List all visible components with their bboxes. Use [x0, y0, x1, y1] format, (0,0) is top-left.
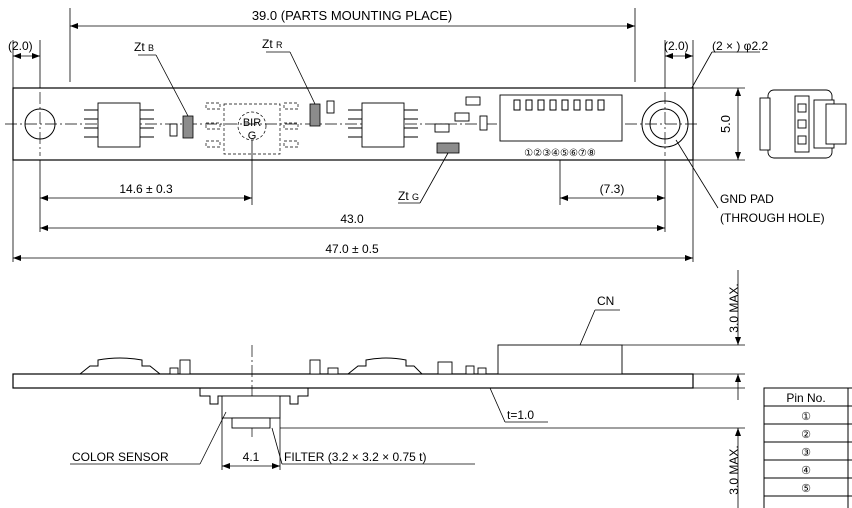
- side-view: CN 3.0 MAX. 3.0 MAX. t=1.0 COLOR SENSOR …: [12, 270, 745, 508]
- label-filter: FILTER (3.2 × 3.2 × 0.75 t): [284, 450, 427, 464]
- ic-left: [97, 102, 141, 148]
- label-thickness: t=1.0: [507, 408, 534, 422]
- sensor-label-g: G: [248, 130, 257, 142]
- small-component: [454, 112, 470, 122]
- small-component: [309, 359, 321, 375]
- resistor-zt-r: [309, 103, 321, 127]
- dim-hole-diameter: (2 × ) φ2.2: [712, 39, 768, 53]
- pcb-side: [12, 373, 694, 389]
- pin-table-cell: ⑤: [801, 483, 811, 495]
- mounting-hole-right: [649, 108, 681, 140]
- dim-width: 5.0: [718, 115, 733, 133]
- label-zt-b-sub: B: [148, 43, 154, 53]
- leader-gnd-pad: [675, 139, 719, 209]
- dim-parts-mounting: 39.0 (PARTS MOUNTING PLACE): [252, 8, 452, 23]
- ic-middle-side: [347, 357, 423, 375]
- label-gnd-pad: GND PAD: [720, 192, 774, 206]
- dim-4-1: 4.1: [243, 450, 260, 464]
- ic-left-side: [79, 357, 161, 375]
- small-component: [465, 365, 475, 375]
- small-component: [477, 367, 487, 375]
- pin-table-cell: ④: [801, 465, 811, 477]
- ic-middle: [361, 102, 405, 148]
- leader-zt-b: [155, 54, 189, 117]
- dim-max-bottom: 3.0 MAX.: [727, 445, 741, 494]
- dim-43: 43.0: [340, 212, 364, 226]
- label-through-hole: (THROUGH HOLE): [720, 211, 825, 225]
- leader-filter: [271, 427, 283, 465]
- dim-edge-left: (2.0): [8, 39, 33, 53]
- dim-47: 47.0 ± 0.5: [325, 242, 379, 256]
- small-component: [465, 96, 481, 106]
- dim-edge-right: (2.0): [664, 39, 689, 53]
- pin-table-cell: ②: [801, 429, 811, 441]
- small-component: [326, 100, 335, 114]
- resistor-zt-g: [436, 142, 460, 154]
- pin-table-header: Pin No.: [786, 391, 825, 405]
- small-component: [479, 115, 488, 131]
- pin-table: Pin No. ① ② ③ ④ ⑤: [763, 387, 852, 508]
- mounting-hole-left: [24, 108, 56, 140]
- connector-side: [497, 344, 623, 375]
- pin-numbers: ①②③④⑤⑥⑦⑧: [524, 148, 596, 159]
- dim-7-3: (7.3): [600, 182, 625, 196]
- dim-max-top: 3.0 MAX.: [727, 283, 741, 332]
- label-zt-g-sub: G: [412, 192, 419, 202]
- color-sensor-side: [221, 395, 281, 419]
- sensor-footprint: [223, 103, 281, 155]
- small-component: [179, 359, 191, 375]
- label-zt-b: Zt: [134, 40, 145, 54]
- pin-table-cell: ①: [801, 411, 811, 423]
- resistor-zt-b: [182, 115, 194, 139]
- label-zt-g: Zt: [398, 189, 409, 203]
- pin-table-cell: ③: [801, 447, 811, 459]
- leader-cn: [579, 309, 596, 346]
- small-component: [434, 123, 450, 133]
- label-zt-r: Zt: [262, 37, 273, 51]
- leader-zt-g: [419, 152, 449, 204]
- small-component: [169, 123, 178, 137]
- leader-zt-r: [289, 51, 316, 105]
- label-color-sensor: COLOR SENSOR: [72, 450, 169, 464]
- label-cn: CN: [597, 294, 614, 308]
- connector-side-profile: [759, 89, 847, 159]
- connector-pins: [513, 99, 605, 111]
- small-component: [327, 367, 339, 375]
- sensor-label-bir: BIR: [243, 117, 261, 129]
- pin-table-frame: [763, 387, 852, 508]
- small-component: [437, 361, 453, 375]
- gnd-pad-outer: [641, 100, 689, 148]
- top-view: 39.0 (PARTS MOUNTING PLACE) (2.0) (2.0) …: [5, 8, 847, 262]
- label-zt-r-sub: R: [276, 40, 283, 50]
- small-component: [169, 367, 179, 375]
- dim-14-6: 14.6 ± 0.3: [119, 182, 173, 196]
- leader-thickness: [489, 387, 506, 423]
- filter-side: [231, 417, 271, 429]
